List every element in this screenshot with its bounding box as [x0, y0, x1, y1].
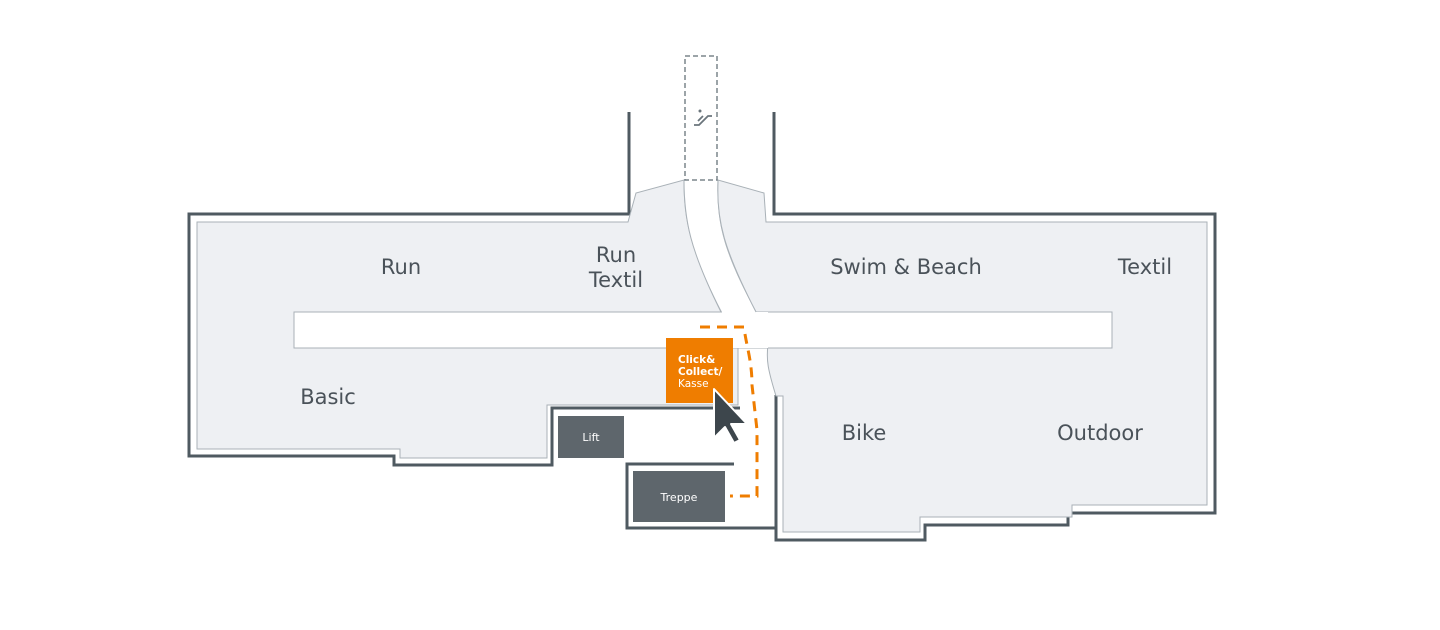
click-collect-line3: Kasse — [678, 378, 709, 390]
click-collect-line2: Collect/ — [678, 366, 722, 378]
zone-textil[interactable]: Textil — [1117, 255, 1172, 279]
lift-label: Lift — [582, 431, 600, 444]
lift[interactable]: Lift — [558, 416, 624, 458]
stairs[interactable]: Treppe — [633, 471, 725, 522]
outer-wall-left — [187, 112, 740, 467]
stairwell-wall — [625, 462, 776, 530]
outer-wall-right — [772, 112, 1217, 542]
zone-run-textil-line1[interactable]: Run — [596, 243, 636, 267]
stairs-label: Treppe — [660, 491, 698, 504]
escalator-icon[interactable] — [694, 109, 712, 126]
central-walkway — [684, 180, 768, 348]
you-are-here-cursor-icon — [713, 388, 748, 444]
zone-outdoor[interactable]: Outdoor — [1057, 421, 1143, 445]
click-collect-line1: Click& — [678, 354, 715, 366]
zone-run[interactable]: Run — [381, 255, 421, 279]
building-walls — [187, 112, 1217, 542]
zone-basic[interactable]: Basic — [300, 385, 356, 409]
walkway-edge-left — [683, 179, 722, 313]
zone-swim-beach[interactable]: Swim & Beach — [830, 255, 982, 279]
zone-run-textil-line2[interactable]: Textil — [588, 268, 643, 292]
floor-area-right — [717, 179, 1208, 533]
zone-bike[interactable]: Bike — [842, 421, 887, 445]
walkway-edge-right — [717, 179, 757, 313]
click-collect-counter[interactable]: Click& Collect/ Kasse — [666, 338, 733, 403]
